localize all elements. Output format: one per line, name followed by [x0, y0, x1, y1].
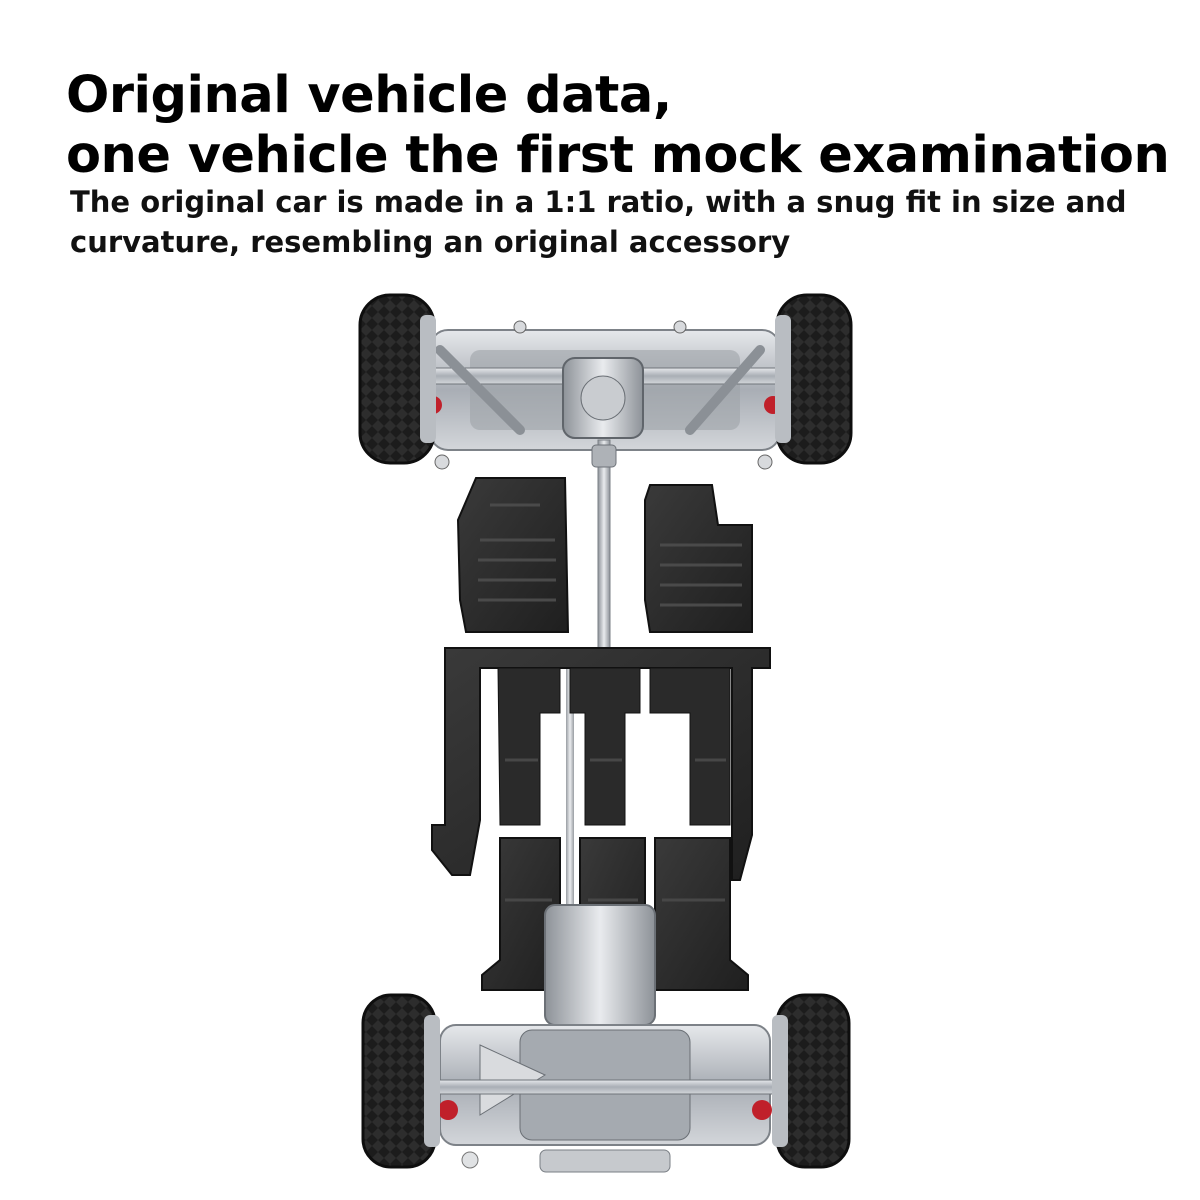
- rear-right-tire: [775, 293, 853, 465]
- front-left-floor-mat: [456, 477, 570, 633]
- subheadline-line-2: curvature, resembling an original access…: [70, 225, 791, 259]
- headline-line-1: Original vehicle data,: [66, 66, 672, 125]
- front-axle-assembly: [419, 904, 791, 1173]
- front-right-floor-mat: [644, 484, 753, 633]
- subheadline: The original car is made in a 1:1 ratio,…: [70, 182, 1170, 262]
- rear-left-tire: [358, 293, 436, 465]
- drive-shaft: [566, 439, 617, 950]
- headline: Original vehicle data, one vehicle the f…: [66, 66, 1176, 186]
- headline-line-2: one vehicle the first mock examination: [66, 126, 1170, 185]
- second-row-floor-mat: [431, 647, 771, 881]
- subheadline-line-1: The original car is made in a 1:1 ratio,…: [70, 185, 1127, 219]
- front-right-tire: [772, 993, 851, 1169]
- front-left-tire: [361, 993, 440, 1169]
